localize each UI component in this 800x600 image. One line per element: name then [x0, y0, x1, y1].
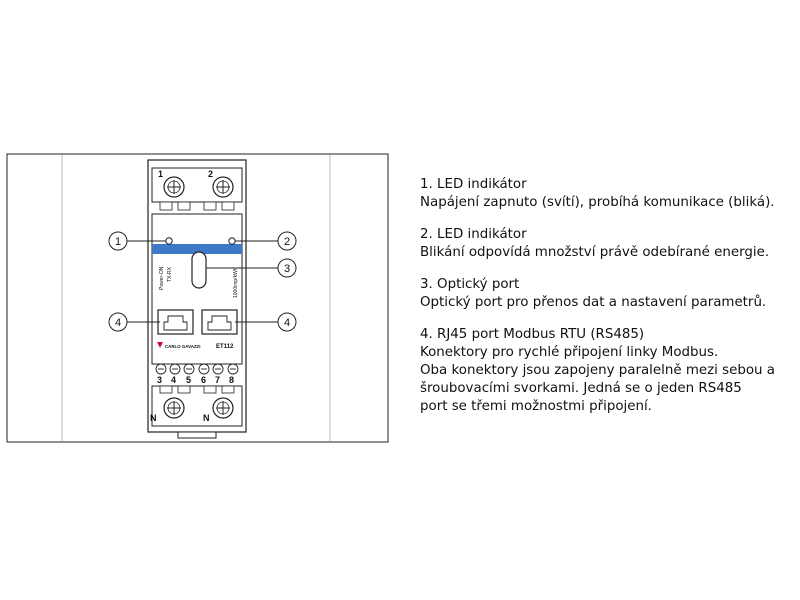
top-block-teeth	[159, 201, 235, 211]
neutral-label-right: N	[203, 413, 210, 423]
legend-heading-1: 1. LED indikátor	[420, 177, 527, 192]
callout-number-1: 1	[115, 236, 121, 248]
legend-item-3: 3. Optický port Optický port pro přenos …	[420, 276, 790, 312]
brand-name: CARLO GAVAZZI	[165, 344, 200, 349]
callout-number-3: 3	[284, 263, 290, 275]
bottom-block-teeth	[159, 385, 235, 394]
callout-3: 3	[206, 258, 297, 278]
callout-number-4-right: 4	[284, 317, 290, 329]
callout-1: 1	[108, 231, 166, 251]
terminal-label-8: 8	[229, 375, 234, 385]
legend-line-4-1: Konektory pro rychlé připojení linky Mod…	[420, 345, 719, 360]
terminal-label-1: 1	[158, 169, 163, 179]
rj45-port-left	[157, 309, 194, 335]
blue-stripe	[152, 244, 242, 254]
legend-heading-4: 4. RJ45 port Modbus RTU (RS485)	[420, 327, 645, 342]
led-2	[228, 237, 236, 245]
terminal-label-7: 7	[215, 375, 220, 385]
neutral-label-left: N	[150, 413, 157, 423]
legend-line-2-1: Blikání odpovídá množství právě odebíran…	[420, 245, 770, 260]
callout-4-left: 4	[108, 312, 160, 332]
callout-4-right: 4	[235, 312, 297, 332]
legend-line-4-4: port se třemi možnostmi připojení.	[420, 399, 652, 414]
terminal-label-4: 4	[171, 375, 176, 385]
front-panel	[151, 213, 243, 365]
legend: 1. LED indikátor Napájení zapnuto (svítí…	[420, 176, 790, 430]
callout-2: 2	[235, 231, 297, 251]
label-power-on: Power-ON	[159, 266, 165, 290]
callout-number-4-left: 4	[115, 317, 121, 329]
optical-port	[191, 251, 207, 289]
legend-heading-3: 3. Optický port	[420, 277, 520, 292]
legend-item-4: 4. RJ45 port Modbus RTU (RS485) Konektor…	[420, 326, 790, 416]
legend-line-1-1: Napájení zapnuto (svítí), probíhá komuni…	[420, 195, 775, 210]
legend-item-2: 2. LED indikátor Blikání odpovídá množst…	[420, 226, 790, 262]
callout-number-2: 2	[284, 236, 290, 248]
bottom-screw-right	[212, 397, 234, 419]
legend-item-1: 1. LED indikátor Napájení zapnuto (svítí…	[420, 176, 790, 212]
top-screw-2	[212, 176, 234, 198]
label-tx-rx: TX-RX	[167, 266, 173, 282]
model-name: ET112	[216, 344, 234, 350]
terminal-label-3: 3	[157, 375, 162, 385]
led-1	[165, 237, 173, 245]
label-impulse: 1000imp/kWh	[233, 267, 239, 298]
terminal-label-5: 5	[186, 375, 191, 385]
rj45-port-right	[201, 309, 238, 335]
top-screw-1	[163, 176, 185, 198]
small-screw-row	[155, 363, 239, 375]
din-clip	[177, 431, 217, 439]
brand-logo-mark	[157, 342, 163, 348]
bottom-terminal-labels: 3 4 5 6 7 8	[157, 375, 234, 385]
terminal-label-6: 6	[201, 375, 206, 385]
bottom-screw-left	[163, 397, 185, 419]
terminal-label-2: 2	[208, 169, 213, 179]
legend-line-4-3: šroubovacími svorkami. Jedná se o jeden …	[420, 381, 742, 396]
legend-line-3-1: Optický port pro přenos dat a nastavení …	[420, 295, 767, 310]
legend-heading-2: 2. LED indikátor	[420, 227, 527, 242]
legend-line-4-2: Oba konektory jsou zapojeny paralelně me…	[420, 363, 775, 378]
